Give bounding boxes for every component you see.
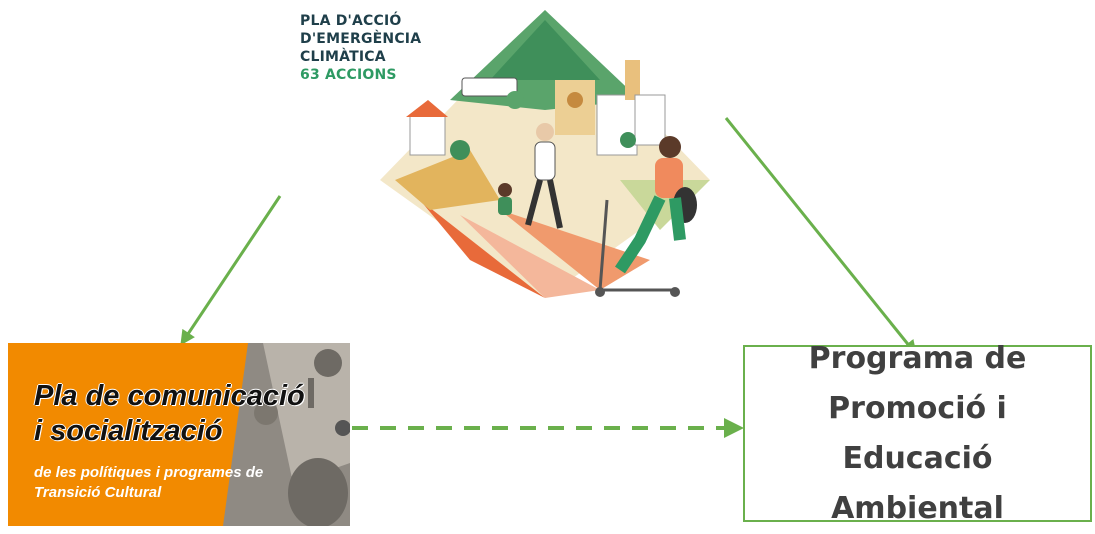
left-subtitle-line-1: de les polítiques i programes de — [34, 464, 264, 481]
edge-top-to-left — [180, 195, 282, 346]
edge-top-to-right — [724, 117, 917, 356]
left-title-line-2: i socialització — [34, 415, 223, 447]
left-card-photo — [223, 343, 350, 526]
left-title-line-1: Pla de comunicació — [34, 380, 305, 412]
climate-illustration — [380, 10, 710, 298]
right-node-box: Programa de Promoció i Educació Ambienta… — [743, 341, 1092, 526]
top-title-line-1: PLA D'ACCIÓ — [300, 13, 402, 29]
left-node-card: Pla de comunicació i socialització de le… — [8, 343, 350, 526]
top-title-accent: 63 ACCIONS — [300, 67, 397, 83]
left-subtitle-line-2: Transició Cultural — [34, 484, 162, 501]
top-title-line-2: D'EMERGÈNCIA — [300, 31, 422, 47]
left-node-subtitle: de les polítiques i programes de Transic… — [34, 463, 263, 503]
top-title-line-3: CLIMÀTICA — [300, 49, 386, 65]
top-node-title: PLA D'ACCIÓ D'EMERGÈNCIA CLIMÀTICA 63 AC… — [300, 12, 421, 84]
left-node-title: Pla de comunicació i socialització — [34, 379, 305, 449]
right-node-label: Programa de Promoció i Educació Ambienta… — [808, 340, 1027, 526]
